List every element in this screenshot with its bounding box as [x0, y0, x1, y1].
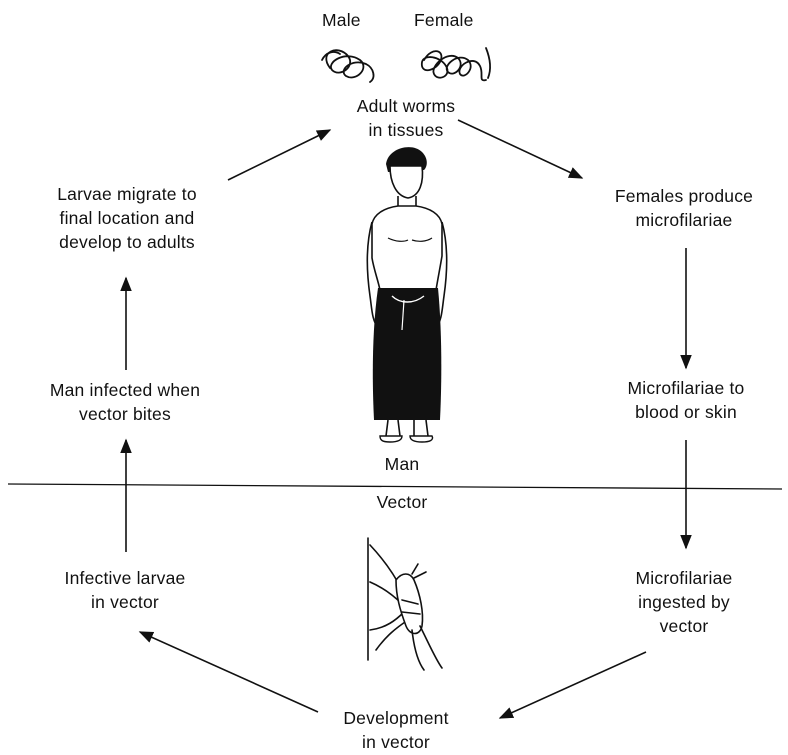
arrow-development-to-infective: [140, 632, 318, 712]
larvae-migrate-label: Larvae migrate to final location and dev…: [22, 182, 232, 254]
arrow-ingested-to-development: [500, 652, 646, 718]
infective-larvae-label: Infective larvae in vector: [30, 566, 220, 614]
arrow-larvae-to-adult: [228, 130, 330, 180]
arrow-adult-to-females: [458, 120, 582, 178]
development-in-vector-label: Development in vector: [318, 706, 474, 754]
male-worm-drawing: [322, 50, 373, 82]
vector-host-label: Vector: [360, 490, 444, 514]
vector-mosquito-drawing: [368, 538, 442, 670]
man-infected-label: Man infected when vector bites: [18, 378, 232, 426]
females-produce-label: Females produce microfilariae: [594, 184, 774, 232]
female-label: Female: [414, 8, 474, 32]
man-host-label: Man: [372, 452, 432, 476]
female-worm-drawing: [422, 48, 490, 80]
man-figure: [367, 147, 447, 442]
host-divider-line: [8, 484, 782, 489]
microfilariae-ingested-label: Microfilariae ingested by vector: [604, 566, 764, 638]
adult-worms-label: Adult worms in tissues: [336, 94, 476, 142]
male-label: Male: [322, 8, 361, 32]
microfilariae-to-blood-label: Microfilariae to blood or skin: [598, 376, 774, 424]
